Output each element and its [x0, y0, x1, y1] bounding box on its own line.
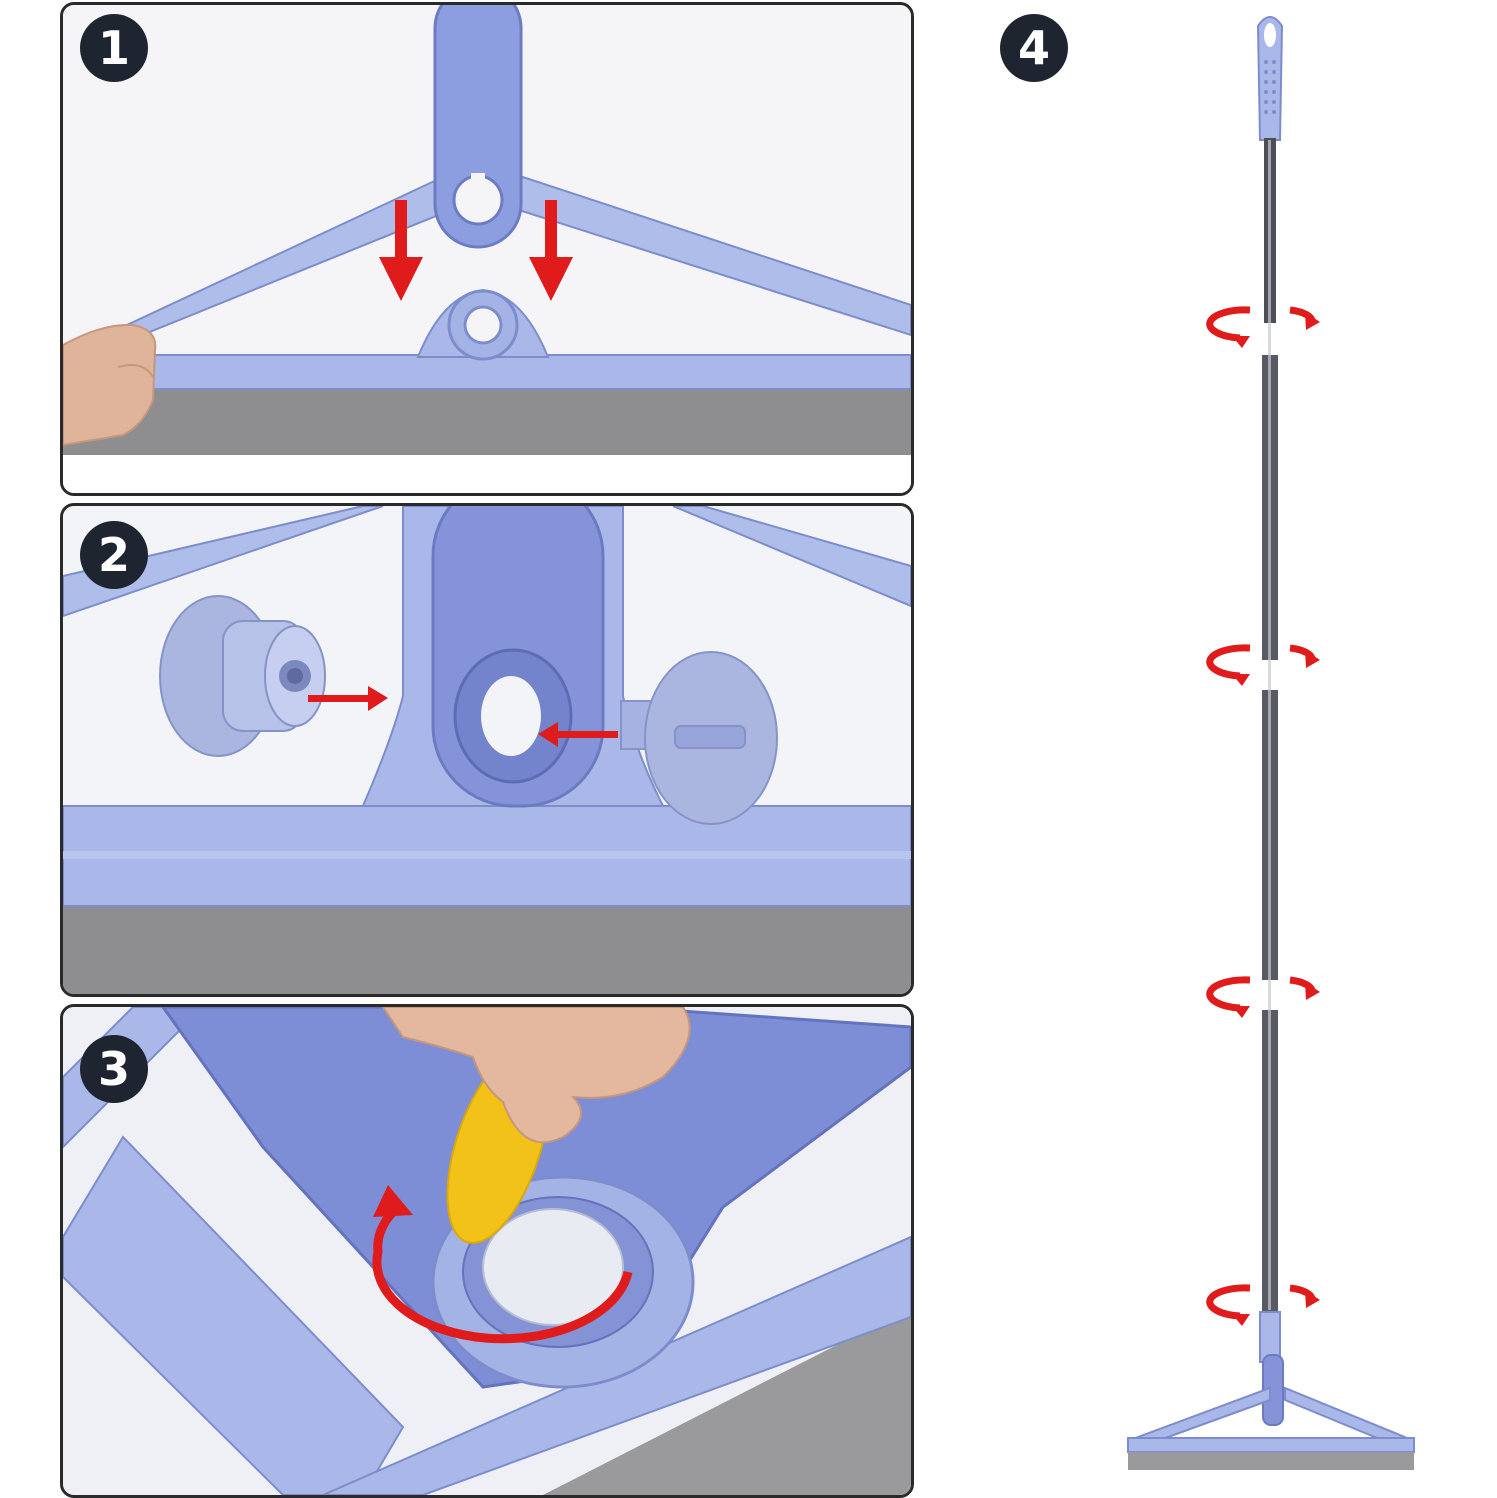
step-1-panel: [60, 2, 914, 496]
rotate-arrow-icon: [1206, 976, 1320, 1018]
thumb-screw: [620, 651, 778, 825]
hand: [63, 323, 157, 447]
step-1-illustration: [63, 5, 911, 493]
frame-left-strut: [1129, 1386, 1271, 1441]
rotate-arrow-icon: [1206, 644, 1320, 686]
step-2-illustration: [63, 506, 911, 994]
rotate-arrow-icon: [1206, 306, 1320, 348]
frame-base: [1127, 1437, 1415, 1453]
rotate-arrow-icon: [1206, 1284, 1320, 1326]
step-2-panel: [60, 503, 914, 997]
assembled-mop: [1127, 16, 1415, 1470]
step-1-badge: 1: [80, 14, 148, 82]
squeegee-blade: [543, 1307, 911, 1495]
frame-right-strut: [672, 506, 911, 608]
step-2-badge: 2: [80, 521, 148, 589]
step-3-illustration: [63, 1007, 911, 1495]
down-arrow-icon: [379, 200, 423, 301]
rotate-arrow-icon: [372, 1185, 633, 1344]
step-3-panel: [60, 1004, 914, 1498]
screw-head: [482, 1208, 624, 1326]
right-arrow-icon: [308, 686, 388, 711]
down-arrow-icon: [529, 200, 573, 301]
left-arrow-icon: [538, 722, 618, 747]
squeegee-blade: [63, 385, 911, 455]
step-4-badge: 4: [1000, 14, 1068, 82]
frame-strut: [63, 1135, 405, 1495]
handle-grip: [1256, 16, 1284, 141]
step-3-badge: 3: [80, 1035, 148, 1103]
squeegee-blade: [63, 901, 911, 994]
frame-right-strut: [1284, 1386, 1413, 1441]
frame-left-strut: [63, 506, 384, 618]
squeegee-blade: [1128, 1452, 1414, 1470]
